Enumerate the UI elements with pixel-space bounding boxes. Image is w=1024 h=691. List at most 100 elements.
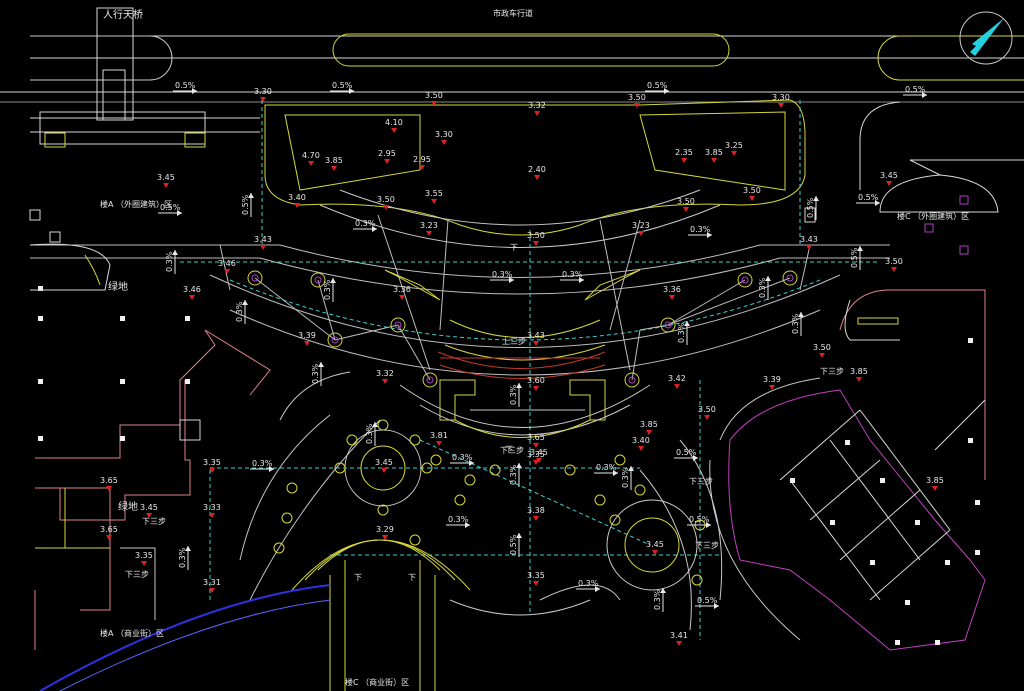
- svg-text:3.30: 3.30: [254, 87, 272, 96]
- left-greenery: [29, 243, 111, 291]
- fan-walkway: [30, 244, 890, 379]
- svg-text:3.65: 3.65: [100, 525, 118, 534]
- label-municipal-road: 市政车行道: [493, 8, 533, 18]
- elevation-marker: 3.40: [632, 436, 650, 451]
- svg-text:2.35: 2.35: [675, 148, 693, 157]
- elevation-marker: 3.30: [254, 87, 272, 102]
- slope-annotation: 0.3%: [165, 250, 178, 274]
- svg-text:3.30: 3.30: [772, 93, 790, 102]
- svg-text:3.35: 3.35: [203, 458, 221, 467]
- svg-text:3.35: 3.35: [527, 450, 545, 459]
- slope-annotation: 0.5%: [903, 85, 927, 98]
- svg-text:3.85: 3.85: [705, 148, 723, 157]
- slope-annotation: 0.3%: [791, 312, 804, 336]
- elevation-marker: 3.23: [420, 221, 438, 236]
- slope-annotation: 0.5%: [806, 196, 819, 220]
- svg-text:3.45: 3.45: [375, 458, 393, 467]
- label-down-3-lowleft: 下三步: [142, 517, 166, 526]
- svg-text:3.55: 3.55: [425, 189, 443, 198]
- slope-annotation: 0.3%: [653, 588, 666, 612]
- svg-text:3.50: 3.50: [813, 343, 831, 352]
- slope-annotation: 0.5%: [645, 81, 669, 94]
- elevation-marker: 3.65: [527, 433, 545, 448]
- elevation-marker: 3.45: [880, 171, 898, 186]
- elevation-marker: 3.65: [100, 525, 118, 540]
- elevation-marker: 3.81: [430, 431, 448, 446]
- elevation-marker: 3.23: [632, 221, 650, 236]
- svg-text:3.45: 3.45: [140, 503, 158, 512]
- elevation-marker: 3.32: [528, 101, 546, 116]
- svg-text:0.5%: 0.5%: [509, 534, 518, 555]
- elevation-marker: 3.85: [850, 367, 868, 382]
- label-greenery-left-lower: 绿地: [118, 500, 138, 513]
- pedestrian-bridge: [39, 7, 206, 148]
- elevation-marker: 3.35: [527, 571, 545, 586]
- svg-text:0.5%: 0.5%: [676, 448, 697, 457]
- svg-text:3.35: 3.35: [527, 571, 545, 580]
- slope-annotation: 0.3%: [178, 546, 191, 570]
- svg-text:0.3%: 0.3%: [235, 301, 244, 322]
- svg-text:3.39: 3.39: [298, 331, 316, 340]
- slope-annotation: 0.3%: [576, 579, 600, 592]
- slope-annotation: 0.5%: [687, 515, 711, 528]
- svg-text:3.60: 3.60: [527, 376, 545, 385]
- svg-text:0.3%: 0.3%: [690, 225, 711, 234]
- elevation-marker: 3.85: [325, 156, 343, 171]
- elevation-marker: 3.50: [377, 195, 395, 210]
- svg-text:3.29: 3.29: [376, 525, 394, 534]
- elevation-marker: 3.36: [663, 285, 681, 300]
- slope-annotation: 0.5%: [241, 193, 254, 217]
- svg-text:3.65: 3.65: [527, 433, 545, 442]
- elevation-marker: 3.50: [813, 343, 831, 358]
- svg-text:0.3%: 0.3%: [178, 547, 187, 568]
- svg-text:0.5%: 0.5%: [858, 193, 879, 202]
- elevation-marker: 3.65: [100, 476, 118, 491]
- elevation-marker: 3.85: [926, 476, 944, 491]
- svg-text:3.81: 3.81: [430, 431, 448, 440]
- svg-text:3.39: 3.39: [763, 375, 781, 384]
- elevation-marker: 3.41: [670, 631, 688, 646]
- slope-annotation: 0.5%: [695, 596, 719, 609]
- label-pedestrian-bridge: 人行天桥: [103, 8, 143, 21]
- elevation-marker: 3.50: [425, 91, 443, 106]
- label-building-c-lower: 楼C （商业街）区: [345, 677, 409, 687]
- slope-annotation: 0.3%: [688, 225, 712, 238]
- svg-text:0.5%: 0.5%: [697, 596, 718, 605]
- slope-annotation: 0.3%: [365, 422, 378, 446]
- svg-text:0.3%: 0.3%: [492, 270, 513, 279]
- elevation-marker: 3.43: [527, 331, 545, 346]
- svg-text:3.65: 3.65: [100, 476, 118, 485]
- svg-text:0.3%: 0.3%: [562, 270, 583, 279]
- svg-text:0.5%: 0.5%: [175, 81, 196, 90]
- svg-text:0.5%: 0.5%: [332, 81, 353, 90]
- slope-annotation: 0.5%: [856, 193, 880, 206]
- svg-text:0.3%: 0.3%: [355, 219, 376, 228]
- elevation-marker: 3.45: [646, 540, 664, 555]
- svg-text:3.43: 3.43: [800, 235, 818, 244]
- svg-text:3.40: 3.40: [288, 193, 306, 202]
- elevation-marker: 3.85: [640, 420, 658, 435]
- svg-text:3.43: 3.43: [254, 235, 272, 244]
- axis-lines: [180, 100, 880, 640]
- svg-text:0.5%: 0.5%: [905, 85, 926, 94]
- svg-text:0.3%: 0.3%: [791, 313, 800, 334]
- slope-annotation: 0.3%: [490, 270, 514, 283]
- svg-text:3.31: 3.31: [203, 578, 221, 587]
- label-down-2: 下: [505, 445, 513, 454]
- elevation-marker: 3.35: [203, 458, 221, 473]
- svg-text:3.41: 3.41: [670, 631, 688, 640]
- elevation-marker: 2.35: [675, 148, 693, 163]
- svg-text:2.40: 2.40: [528, 165, 546, 174]
- svg-text:3.45: 3.45: [530, 448, 548, 457]
- elevation-marker: 4.10: [385, 118, 403, 133]
- elevation-marker: 3.25: [725, 141, 743, 156]
- svg-text:3.50: 3.50: [628, 93, 646, 102]
- right-top-building: [29, 101, 1024, 255]
- svg-text:3.30: 3.30: [435, 130, 453, 139]
- elevation-marker: 3.45: [140, 503, 158, 518]
- slope-annotation: 0.5%: [674, 448, 698, 461]
- slope-annotation: 0.3%: [621, 466, 634, 490]
- svg-text:3.50: 3.50: [885, 257, 903, 266]
- elevation-marker: 3.43: [800, 235, 818, 250]
